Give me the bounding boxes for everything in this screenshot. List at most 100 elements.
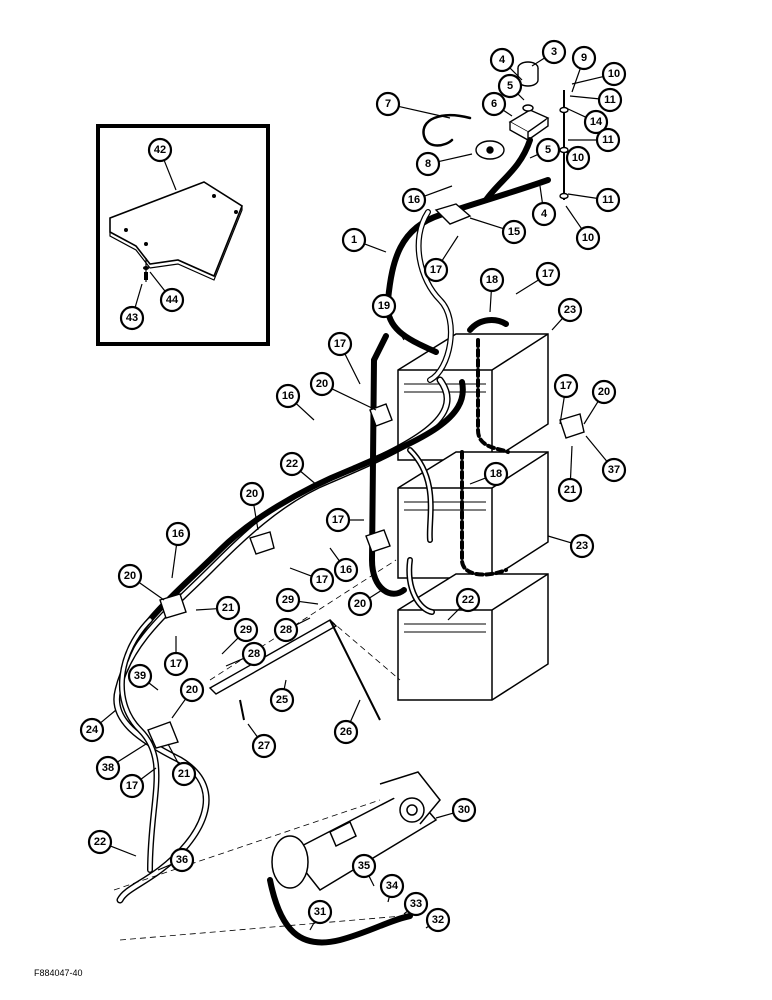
callout-17: 17 xyxy=(289,567,335,593)
battery-switch xyxy=(475,61,569,200)
hold-down-bar xyxy=(208,619,381,721)
callout-number: 32 xyxy=(432,914,444,926)
callout-number: 17 xyxy=(170,658,182,670)
callout-circle xyxy=(347,591,373,617)
callout-leader xyxy=(441,235,459,262)
callout-leader xyxy=(344,353,361,385)
callout-leader xyxy=(331,388,377,411)
callout-leader xyxy=(515,279,539,295)
callout-20: 20 xyxy=(171,677,205,719)
callout-leader xyxy=(309,921,316,931)
callout-number: 34 xyxy=(386,880,399,892)
callout-number: 11 xyxy=(602,194,614,206)
callout-leader xyxy=(569,445,573,480)
callout-leader xyxy=(171,544,178,579)
callout-circle xyxy=(557,297,583,323)
callout-circle xyxy=(571,45,597,71)
callout-circle xyxy=(239,481,265,507)
callout-number: 10 xyxy=(582,232,594,244)
callout-number: 22 xyxy=(94,836,106,848)
callout-leader xyxy=(571,68,581,93)
callout-number: 16 xyxy=(282,390,294,402)
callout-23: 23 xyxy=(551,297,583,331)
callout-circle xyxy=(163,651,189,677)
callout-17: 17 xyxy=(423,235,459,283)
callout-11: 11 xyxy=(567,187,621,213)
callout-circle xyxy=(333,719,359,745)
callout-30: 30 xyxy=(435,797,477,823)
batteries xyxy=(397,333,549,701)
callout-leader xyxy=(424,185,453,197)
callout-circle xyxy=(119,305,145,331)
callout-circle xyxy=(497,73,523,99)
callout-circle xyxy=(327,331,353,357)
callout-number: 11 xyxy=(604,94,616,106)
callout-20: 20 xyxy=(309,371,377,411)
callout-circle xyxy=(275,587,301,613)
callout-leader xyxy=(134,283,143,308)
callout-26: 26 xyxy=(333,699,361,745)
callout-circle xyxy=(489,47,515,73)
callout-number: 22 xyxy=(462,594,474,606)
callout-circle xyxy=(87,829,113,855)
callout-16: 16 xyxy=(329,547,359,583)
callout-number: 17 xyxy=(542,268,554,280)
callout-leader xyxy=(253,504,259,531)
callout-11: 11 xyxy=(569,87,623,113)
callout-number: 42 xyxy=(154,144,166,156)
callout-leader xyxy=(364,243,387,253)
callout-32: 32 xyxy=(425,907,451,933)
callout-leader xyxy=(167,743,180,765)
callout-17: 17 xyxy=(327,331,361,385)
callout-16: 16 xyxy=(275,383,315,421)
callout-circle xyxy=(379,873,405,899)
callout-number: 15 xyxy=(508,226,520,238)
callout-10: 10 xyxy=(571,61,627,87)
callout-number: 11 xyxy=(602,134,614,146)
callout-circle xyxy=(375,91,401,117)
callout-leader xyxy=(509,67,523,81)
callout-number: 29 xyxy=(240,624,252,636)
callout-21: 21 xyxy=(195,595,241,621)
callout-circle xyxy=(535,137,561,163)
callout-circle xyxy=(215,595,241,621)
callout-number: 26 xyxy=(340,726,352,738)
callout-circle xyxy=(251,733,277,759)
callout-leader xyxy=(195,608,218,611)
callout-number: 20 xyxy=(598,386,610,398)
callout-circle xyxy=(531,201,557,227)
callout-leader xyxy=(138,581,165,601)
callout-18: 18 xyxy=(479,267,505,313)
callout-circle xyxy=(595,127,621,153)
callout-42: 42 xyxy=(147,137,177,191)
callout-number: 21 xyxy=(178,768,190,780)
callout-leader xyxy=(163,159,177,191)
callout-leader xyxy=(435,812,454,819)
callout-number: 4 xyxy=(541,208,548,220)
callout-circle xyxy=(119,773,145,799)
callout-27: 27 xyxy=(247,723,277,759)
callout-36: 36 xyxy=(157,847,195,873)
callout-number: 24 xyxy=(86,724,99,736)
callout-circle xyxy=(451,797,477,823)
callout-leader xyxy=(283,679,287,690)
callout-20: 20 xyxy=(347,589,383,617)
callout-circle xyxy=(423,257,449,283)
callout-circle xyxy=(597,87,623,113)
callout-number: 28 xyxy=(280,624,292,636)
callout-number: 16 xyxy=(172,528,184,540)
callout-number: 21 xyxy=(222,602,234,614)
callout-number: 19 xyxy=(378,300,390,312)
starter-motor xyxy=(271,771,441,891)
callout-circle xyxy=(553,373,579,399)
callout-leader xyxy=(148,682,159,691)
callout-19: 19 xyxy=(371,293,405,341)
callout-circle xyxy=(601,457,627,483)
callout-circle xyxy=(171,761,197,787)
callout-leader xyxy=(295,617,311,626)
callout-leader xyxy=(529,153,539,159)
callout-number: 23 xyxy=(564,304,576,316)
callout-circle xyxy=(307,899,333,925)
callout-leader xyxy=(517,93,525,101)
callout-leader xyxy=(300,470,319,487)
